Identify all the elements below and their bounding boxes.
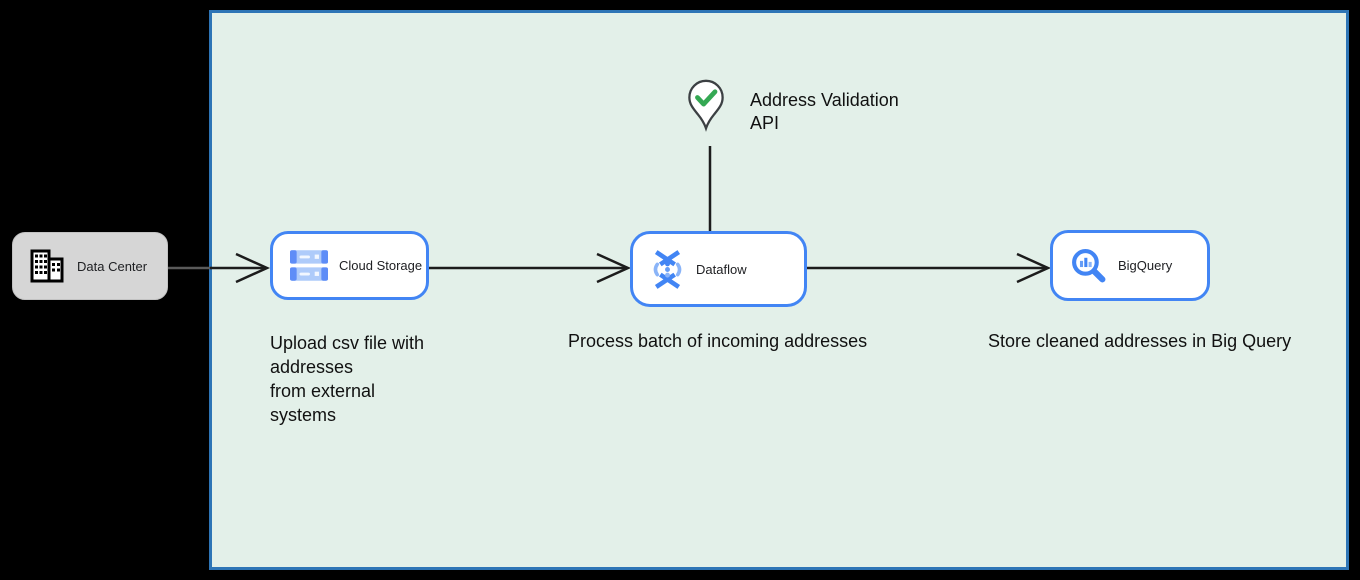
node-label: BigQuery — [1118, 258, 1173, 273]
dataflow-icon — [653, 249, 682, 289]
cloud-storage-icon — [290, 250, 328, 281]
node-dataflow[interactable]: Dataflow — [630, 231, 807, 307]
bigquery-icon — [1072, 249, 1106, 283]
node-label: Dataflow — [696, 261, 747, 277]
node-label: Data Center — [77, 258, 148, 274]
map-pin-check-icon[interactable] — [687, 78, 725, 134]
annotation-process-batch: Process batch of incoming addresses — [568, 331, 868, 351]
node-bigquery[interactable]: BigQuery — [1050, 230, 1210, 301]
annotation-store-bigquery: Store cleaned addresses in Big Query — [988, 331, 1292, 351]
label-address-validation-api: Address Validation API — [750, 90, 899, 133]
building-icon — [30, 249, 64, 283]
annotation-upload-csv: Upload csv file with addresses from exte… — [270, 333, 425, 425]
node-label: Cloud Storage — [339, 258, 423, 273]
node-data-center[interactable]: Data Center — [12, 232, 168, 300]
node-cloud-storage[interactable]: Cloud Storage — [270, 231, 429, 300]
